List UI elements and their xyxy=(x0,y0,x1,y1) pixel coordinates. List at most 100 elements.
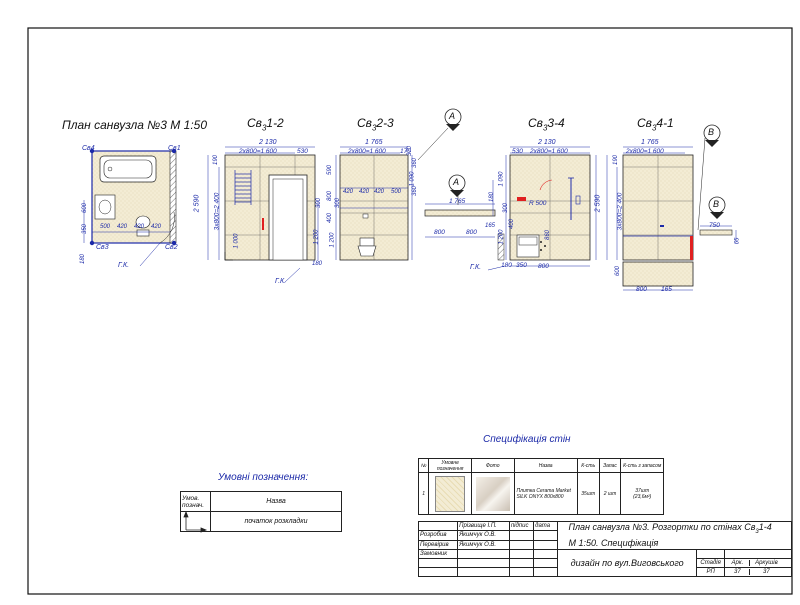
e34-530: 530 xyxy=(512,148,523,155)
section-mark-a-top: A xyxy=(449,111,456,121)
e12-190: 190 xyxy=(213,154,220,166)
spec-h-sym: Умовне позначення xyxy=(428,458,472,473)
e41-600: 600 xyxy=(615,265,622,277)
e23-400: 400 xyxy=(327,212,334,224)
e41-190: 190 xyxy=(613,154,620,166)
e41-vtiles: 3х800=2 400 xyxy=(616,192,624,231)
sheet-frame xyxy=(27,27,793,595)
plan-corner-3: Св3 xyxy=(96,244,109,251)
spec-h-no: № xyxy=(417,458,430,473)
e41-165: 165 xyxy=(661,286,672,293)
elevation-4-1-title: Св34-1 xyxy=(637,116,674,133)
title-block: Прізвище І.П. підпис дата План санвузла … xyxy=(417,520,792,577)
sa-180: 180 xyxy=(489,191,496,203)
stamp-role-checker: Перевірив xyxy=(417,539,459,550)
stamp-role-client: Замовник xyxy=(417,548,459,559)
spec-row-qty: 35шт xyxy=(576,472,600,515)
section-mark-b: B xyxy=(713,199,720,209)
spec-row-symbol xyxy=(428,472,472,515)
e23-170: 170 xyxy=(400,148,411,155)
e12-300: 300 xyxy=(316,197,323,209)
e23-width: 1 765 xyxy=(365,139,383,146)
e34-400: 400 xyxy=(509,218,516,230)
section-mark-a: A xyxy=(453,177,460,187)
e41-width: 1 765 xyxy=(641,139,659,146)
e12-gk: Г.К. xyxy=(275,278,287,285)
spec-h-qty: К-сть xyxy=(576,458,600,473)
stamp-h-stage: Стадія xyxy=(695,557,726,568)
bathroom-plan xyxy=(83,148,177,267)
elevation-1-2 xyxy=(207,146,319,283)
stamp-col-sign: підпис xyxy=(508,520,535,532)
e41-800: 800 xyxy=(636,286,647,293)
plan-gk-label: Г.К. xyxy=(118,262,130,269)
plan-dim-500: 500 xyxy=(100,224,111,230)
e34-gk: Г.К. xyxy=(470,264,482,271)
e23-370: 370 xyxy=(407,145,414,157)
e23-360a: 360 xyxy=(412,157,419,169)
e41-65: 65 xyxy=(734,237,741,245)
e41-tiles: 2х800=1 600 xyxy=(626,148,664,155)
spec-h-name: Назва xyxy=(513,458,578,473)
legend-row-name: початок розкладки xyxy=(210,511,342,532)
e23-590: 590 xyxy=(327,164,334,176)
stamp-person-checker: Якимчук О.В. xyxy=(457,539,510,550)
sa-800a: 800 xyxy=(434,229,445,236)
stamp-stage: РП xyxy=(695,566,726,577)
e23-tiles: 2х800=1 600 xyxy=(348,148,386,155)
spec-h-reserve: Запас xyxy=(598,458,622,473)
stamp-col-name: Прізвище І.П. xyxy=(457,520,510,532)
spec-row-total: 37шт(23,6м²) xyxy=(620,472,664,515)
spec-row-no: 1 xyxy=(417,472,430,515)
stamp-col-date: дата xyxy=(533,520,559,532)
section-a xyxy=(424,180,496,238)
e41-height: 2 590 xyxy=(594,194,602,213)
legend-h-symbol: Умов. познач. xyxy=(180,491,211,512)
section-mark-b-top: B xyxy=(708,127,715,137)
spec-row-name: Плитка Cerama Market SILK ONYX 800х800 xyxy=(513,472,578,515)
legend-h-name: Назва xyxy=(210,491,342,512)
spec-title: Специфікація стін xyxy=(483,434,571,445)
e34-350: 350 xyxy=(516,262,527,269)
e34-tiles: 2х800=1 600 xyxy=(530,148,568,155)
e23-420c: 420 xyxy=(374,189,385,195)
legend-table: Умов. познач. Назва початок розкладки xyxy=(180,491,342,532)
e12-180: 180 xyxy=(312,261,323,267)
stamp-project: дизайн по вул.Виговського xyxy=(557,548,697,577)
plan-dim-350: 350 xyxy=(82,223,89,235)
plan-dim-420c: 420 xyxy=(151,224,162,230)
e12-530: 530 xyxy=(297,148,308,155)
plan-dim-420a: 420 xyxy=(117,224,128,230)
sa-width: 1 765 xyxy=(449,198,466,205)
e34-300: 300 xyxy=(503,202,510,214)
e23-420b: 420 xyxy=(359,189,370,195)
e23-1090: 1 090 xyxy=(409,171,416,187)
spec-table: № Умовне позначення Фото Назва К-сть Зап… xyxy=(417,458,664,515)
e34-860: 860 xyxy=(545,229,552,241)
e23-420a: 420 xyxy=(343,189,354,195)
elevation-3-4 xyxy=(487,146,597,271)
sa-800b: 800 xyxy=(466,229,477,236)
e23-1200: 1 200 xyxy=(329,232,336,248)
plan-corner-2: Св2 xyxy=(165,244,178,251)
plan-title: План санвузла №3 М 1:50 xyxy=(62,118,207,132)
e34-1090: 1 090 xyxy=(498,171,505,187)
stamp-person-developer: Якимчук О.В. xyxy=(457,530,510,541)
sa-165: 165 xyxy=(485,223,496,229)
stamp-role-developer: Розробив xyxy=(417,530,459,541)
legend-title: Умовні позначення: xyxy=(218,472,309,483)
elevation-2-3-title: Св32-3 xyxy=(357,116,394,133)
spec-row-photo xyxy=(470,472,515,515)
e34-r500: R 500 xyxy=(529,200,547,207)
e12-height: 2 590 xyxy=(193,194,201,213)
plan-dim-600: 600 xyxy=(82,202,89,214)
e34-180: 180 xyxy=(501,262,512,269)
e34-800: 800 xyxy=(538,263,549,270)
plan-dim-180: 180 xyxy=(80,253,87,265)
legend-row-symbol xyxy=(180,511,211,532)
spec-h-photo: Фото xyxy=(470,458,515,473)
elevation-4-1 xyxy=(606,137,737,291)
